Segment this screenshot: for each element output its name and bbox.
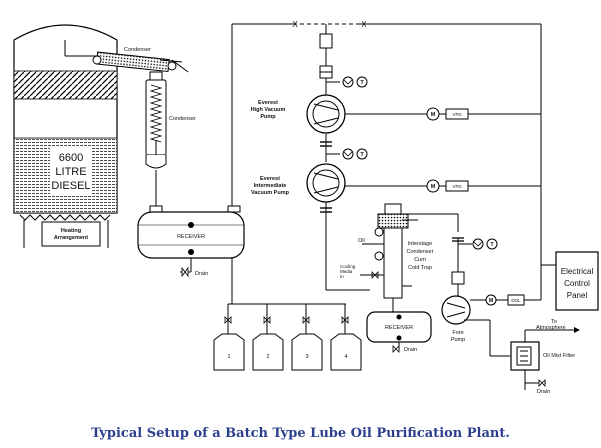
pump1-label-2: High Vacuum xyxy=(251,107,286,113)
drain-left-label: Drain xyxy=(195,271,208,277)
gauge-mid: T xyxy=(326,148,368,160)
gauge-top: T xyxy=(326,76,368,88)
container-3: 3 xyxy=(291,304,323,371)
interstage-label-4: Cold Trap xyxy=(408,265,432,271)
receiver-left: RECEIVER Drain xyxy=(137,205,245,278)
tank-fluid: DIESEL xyxy=(51,180,90,192)
pump2-label-1: Everest xyxy=(260,176,280,182)
oil-mist-filter: To Atmosphere Oil Mist Filter Drain xyxy=(510,319,580,395)
gauge-right: T xyxy=(451,237,498,296)
motor-label-3: M xyxy=(489,298,494,304)
containers: 1 2 3 4 xyxy=(213,304,362,371)
heating-label-2: Arrangement xyxy=(54,235,88,241)
condenser-vertical: Condenser xyxy=(145,71,196,208)
pump2-label-3: Vacuum Pump xyxy=(251,190,290,196)
pump2-label-2: Intermediate xyxy=(254,183,287,189)
pump-column xyxy=(319,33,370,291)
temp-symbol-right: T xyxy=(490,242,494,248)
pump1-label-1: Everest xyxy=(258,100,278,106)
container-2: 2 xyxy=(252,304,284,371)
pump1-label-3: Pump xyxy=(260,114,276,120)
motor-label-2: M xyxy=(431,184,436,190)
oil-mist-filter-label: Oil Mist Filter xyxy=(543,353,575,359)
to-label-1: To xyxy=(551,319,557,325)
fore-pump: Fore Pump M DOL xyxy=(441,265,542,357)
interstage-label-1: Interstage xyxy=(408,241,432,247)
drain-receiver-label: Drain xyxy=(404,347,417,353)
interstage-label-3: Cum xyxy=(414,257,426,263)
oil-label: Oil xyxy=(358,238,365,244)
container-label-2: 2 xyxy=(266,354,269,360)
pump2-drive: M VFD xyxy=(345,179,541,193)
container-label-3: 3 xyxy=(305,354,308,360)
intermediate-vacuum-pump: Everest Intermediate Vacuum Pump xyxy=(251,163,346,203)
cooling-label-1: Cooling xyxy=(340,264,356,269)
motor-label-1: M xyxy=(431,112,436,118)
tank-unit: LITRE xyxy=(55,166,86,178)
container-1: 1 xyxy=(213,304,245,371)
cooling-label-2: Media xyxy=(340,269,353,274)
condenser-top: Condenser xyxy=(64,40,189,73)
interstage-label-2: Condenser xyxy=(407,249,434,255)
electrical-control-panel: Electrical Control Panel xyxy=(555,251,599,311)
container-label-1: 1 xyxy=(227,354,230,360)
dol-label: DOL xyxy=(511,298,521,303)
fore-pump-label-1: Fore xyxy=(452,330,463,336)
panel-label-1: Electrical xyxy=(561,267,594,276)
drain-filter-label: Drain xyxy=(537,389,550,395)
condenser-side-label: Condenser xyxy=(169,116,196,122)
vacuum-lines xyxy=(228,23,358,305)
break-mark-left: X xyxy=(292,20,298,29)
receiver-left-label: RECEIVER xyxy=(177,234,205,240)
receiver-bottom-label: RECEIVER xyxy=(385,325,413,331)
receiver-bottom: RECEIVER Drain xyxy=(366,311,432,353)
panel-label-2: Control xyxy=(564,279,590,288)
to-label-2: Atmosphere xyxy=(536,325,566,331)
high-vacuum-pump: Everest High Vacuum Pump xyxy=(251,94,346,134)
temp-symbol-top: T xyxy=(360,80,364,86)
interstage-condenser: Oil Cooling Media In Interstage Condense… xyxy=(340,203,459,312)
condenser-top-label: Condenser xyxy=(124,47,151,53)
cooling-label-3: In xyxy=(340,274,344,279)
vfd-label-2: VFD xyxy=(453,184,463,189)
fore-pump-label-2: Pump xyxy=(451,337,465,343)
temp-symbol-mid: T xyxy=(360,152,364,158)
figure-caption: Typical Setup of a Batch Type Lube Oil P… xyxy=(91,426,510,441)
container-label-4: 4 xyxy=(344,354,347,360)
vfd-label-1: VFD xyxy=(453,112,463,117)
panel-label-3: Panel xyxy=(567,291,588,300)
container-4: 4 xyxy=(330,304,362,371)
heating-label-1: Heating xyxy=(61,228,81,234)
tank-capacity: 6600 xyxy=(59,152,83,164)
heating-arrangement: Heating Arrangement xyxy=(41,221,101,247)
pump1-drive: M VFD xyxy=(345,107,541,121)
diesel-tank: 6600 LITRE DIESEL xyxy=(13,24,118,248)
